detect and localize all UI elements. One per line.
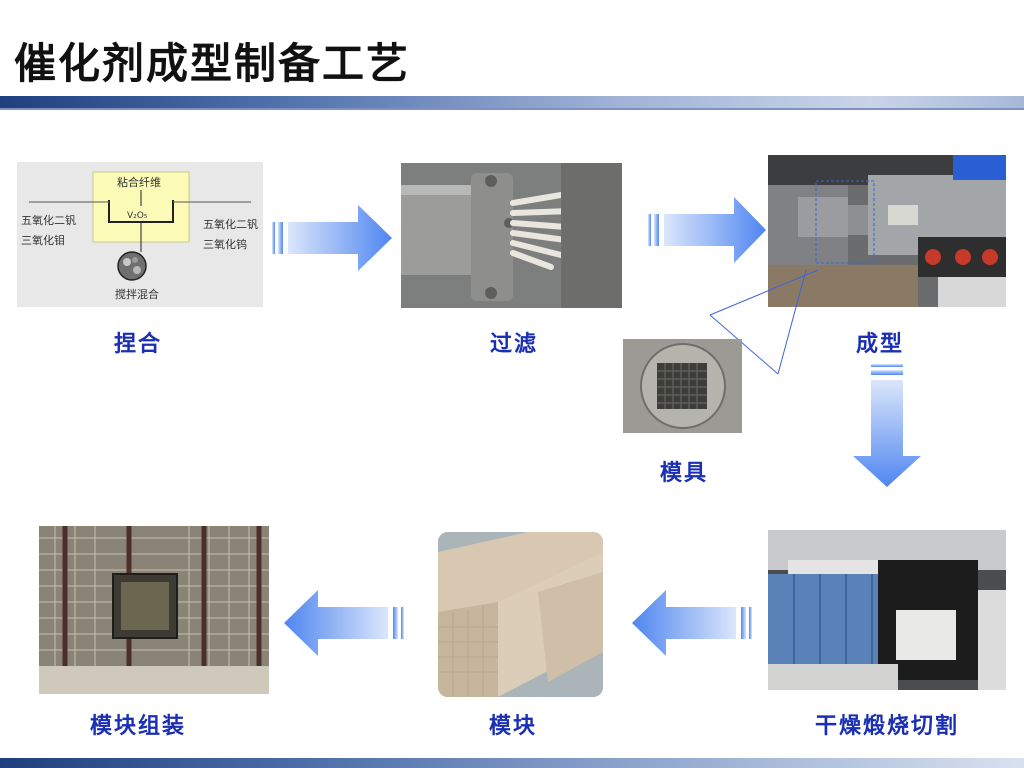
caption-filtering: 过滤 — [490, 331, 539, 357]
footer-divider — [0, 758, 1024, 768]
caption-forming: 成型 — [856, 331, 905, 357]
caption-kneading: 捏合 — [114, 331, 163, 357]
title-divider-thin — [0, 108, 1024, 110]
arrow-left-icon — [282, 590, 404, 656]
filtering-photo — [401, 163, 622, 308]
diagram-label-left-2: 三氧化钼 — [21, 233, 65, 247]
arrow-right-icon — [272, 205, 394, 271]
arrow-left-icon — [630, 590, 752, 656]
diagram-label-center: V₂O₅ — [127, 211, 148, 221]
caption-assembly: 模块组装 — [90, 713, 187, 739]
title-divider — [0, 96, 1024, 108]
forming-photo — [768, 155, 1006, 307]
kneading-diagram: 粘合纤维 V₂O₅ 五氧化二钒 三氧化钼 五氧化二钒 三氧化钨 搅拌混合 — [17, 162, 263, 307]
diagram-label-right-1: 五氧化二钒 — [203, 217, 258, 231]
diagram-label-right-2: 三氧化钨 — [203, 237, 247, 251]
arrow-down-icon — [853, 364, 921, 488]
arrow-right-icon — [648, 197, 768, 263]
caption-module: 模块 — [489, 713, 538, 739]
mold-photo — [623, 339, 742, 433]
callout-lines — [709, 270, 819, 375]
drying-photo — [768, 530, 1006, 690]
diagram-label-left-1: 五氧化二钒 — [21, 213, 76, 227]
assembly-photo — [39, 526, 269, 694]
diagram-label-mixing: 搅拌混合 — [115, 287, 159, 301]
caption-mold: 模具 — [660, 460, 709, 486]
diagram-label-binder: 粘合纤维 — [117, 175, 161, 189]
slide-title: 催化剂成型制备工艺 — [14, 39, 411, 88]
caption-drying: 干燥煅烧切割 — [815, 713, 960, 739]
module-photo — [438, 532, 603, 697]
